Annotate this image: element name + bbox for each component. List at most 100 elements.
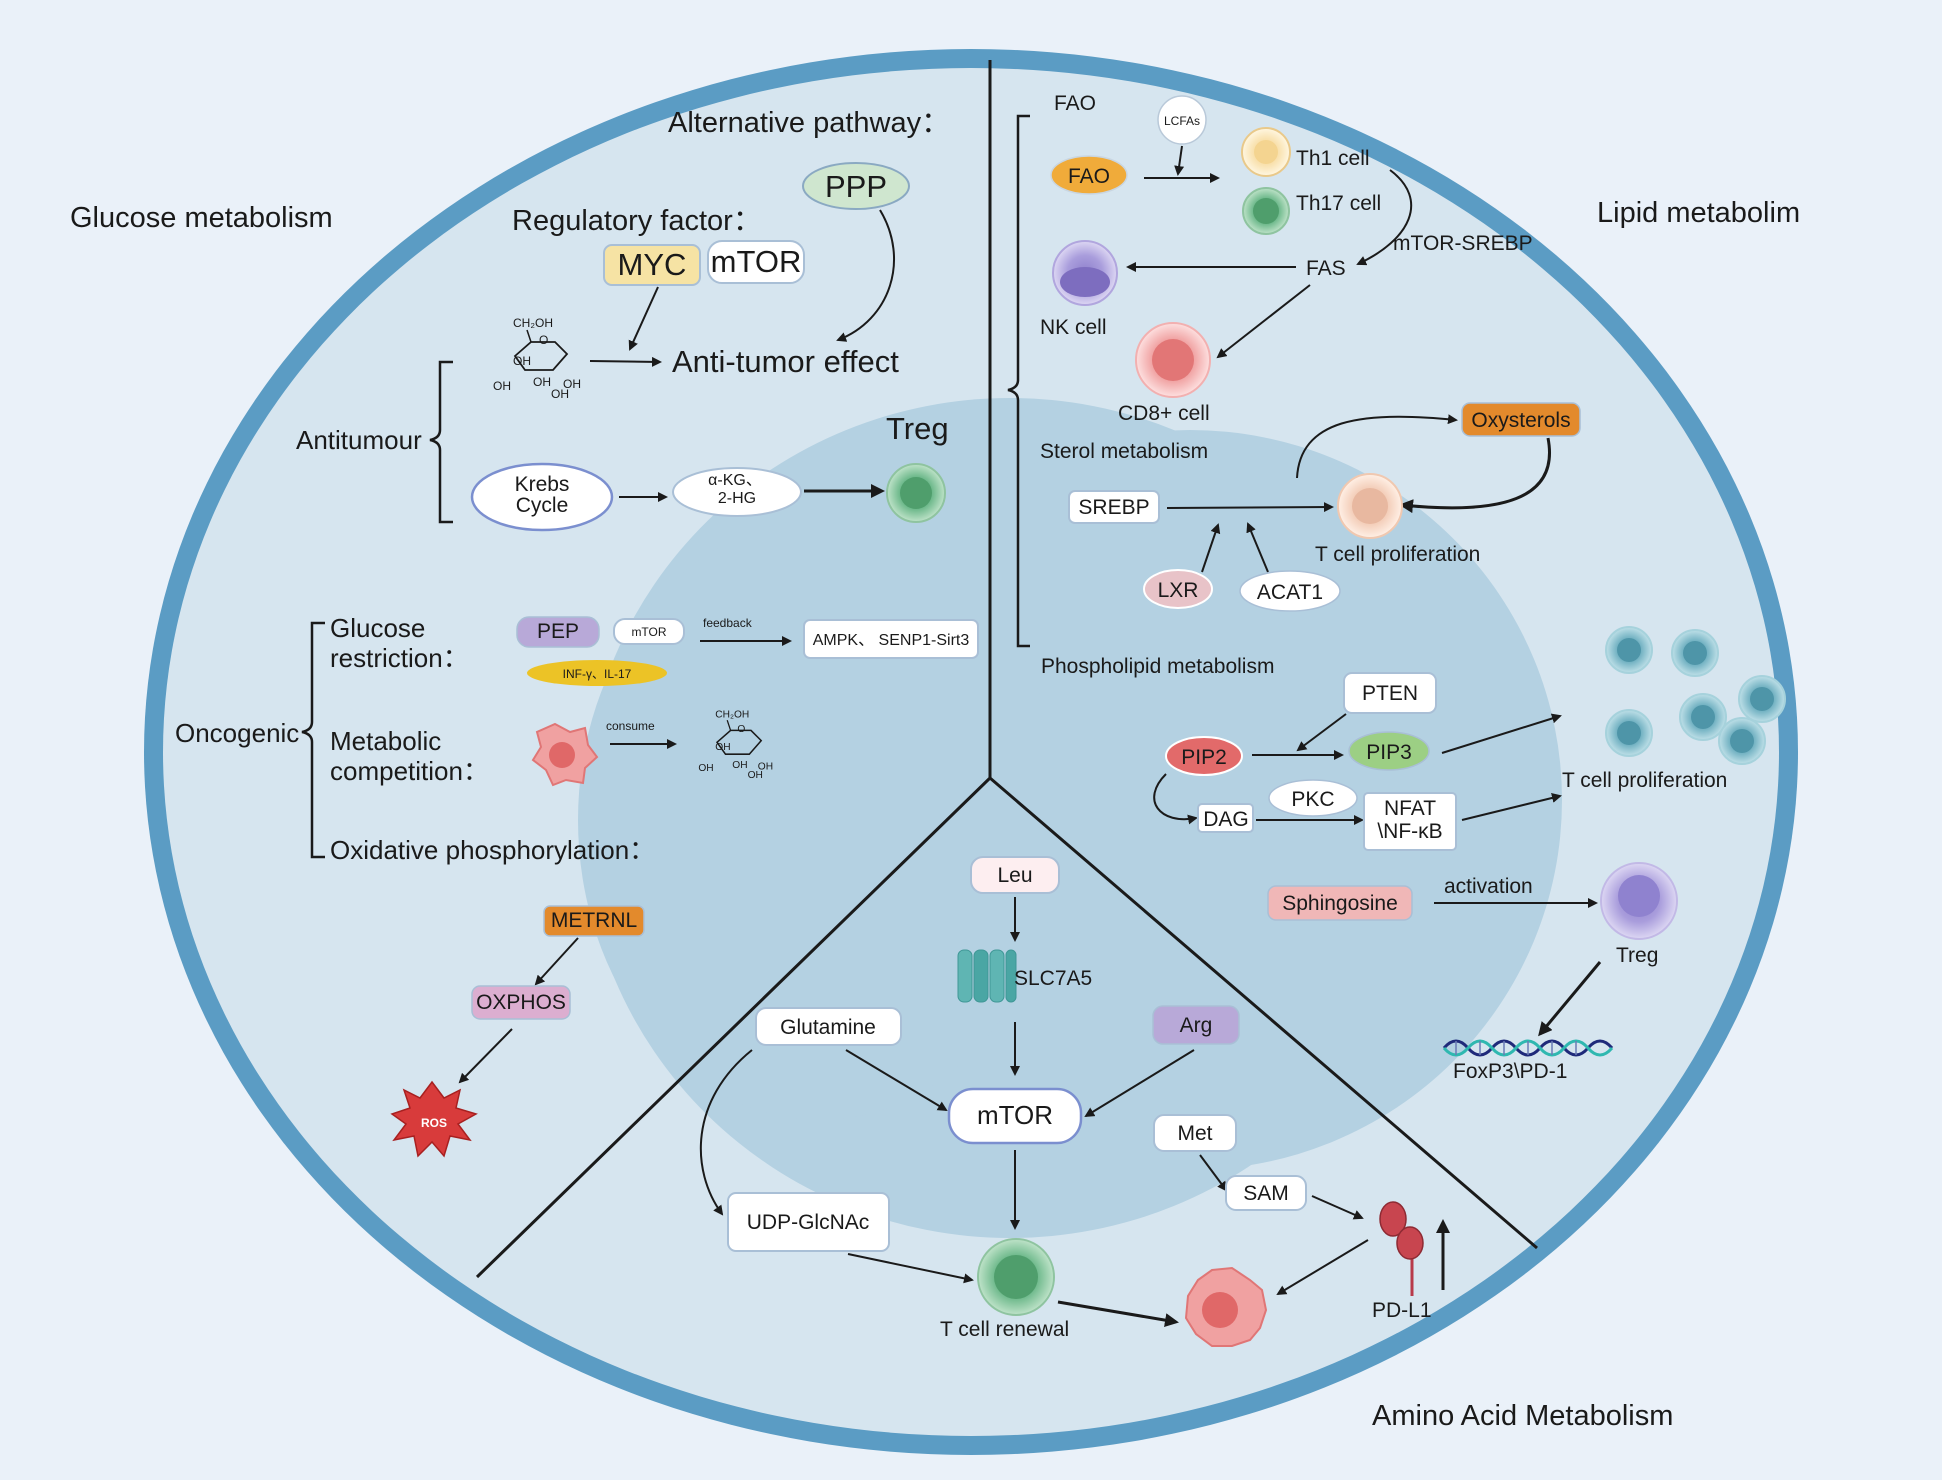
svg-text:OH: OH: [551, 387, 569, 401]
nfat-label-2: \NF-κB: [1377, 820, 1442, 843]
lcfas-label: LCFAs: [1164, 114, 1200, 128]
foxp3-label: FoxP3\PD-1: [1453, 1060, 1567, 1083]
slc7a5-transporter-icon: [957, 949, 1017, 1003]
oxidative-phosphorylation-label: Oxidative phosphorylation：: [330, 835, 655, 865]
svg-text:CH₂OH: CH₂OH: [513, 316, 553, 330]
pdl1-receptor-icon: [1379, 1201, 1424, 1296]
alternative-pathway-label: Alternative pathway：: [668, 107, 950, 139]
sterol-metabolism-label: Sterol metabolism: [1040, 440, 1208, 463]
lxr-node: [1143, 569, 1213, 609]
pip2-node: [1165, 736, 1243, 776]
myc-label: MYC: [618, 247, 687, 282]
svg-text:OH: OH: [533, 375, 551, 389]
amino-section-title: Amino Acid Metabolism: [1372, 1400, 1673, 1432]
ros-burst-icon: [390, 1080, 478, 1158]
pkc-node: [1268, 779, 1358, 817]
metrnl-node: [543, 905, 645, 937]
sam-node: [1225, 1175, 1307, 1211]
activation-label: activation: [1444, 875, 1533, 898]
myc-node: [603, 244, 701, 286]
lcfas-node: [1157, 95, 1207, 145]
sphingosine-node: [1267, 885, 1413, 921]
glucose-restriction-label-1: Glucose: [330, 613, 425, 643]
mtor-regulator-node: [707, 240, 805, 284]
leu-node: [970, 856, 1060, 894]
mtor-srebp-label: mTOR-SREBP: [1393, 232, 1533, 255]
pep-label: PEP: [537, 620, 579, 643]
oxphos-node: [471, 985, 571, 1020]
lipid-brace: [1007, 114, 1030, 648]
mtor-small-node: [613, 618, 685, 645]
dag-label: DAG: [1203, 808, 1249, 831]
tcell-renewal-label: T cell renewal: [940, 1318, 1069, 1341]
tcell-proliferation-label-2: T cell proliferation: [1562, 769, 1727, 792]
svg-text:OH: OH: [732, 760, 747, 771]
akg-node: [672, 467, 802, 517]
svg-text:CH₂OH: CH₂OH: [715, 710, 749, 721]
glutamine-node: [755, 1007, 902, 1046]
udp-glcnac-label: UDP-GlcNAc: [747, 1211, 870, 1234]
pten-node: [1343, 672, 1437, 714]
cd8-label: CD8+ cell: [1118, 402, 1210, 425]
fao-node: [1050, 155, 1128, 195]
oncogenic-brace: [301, 621, 325, 859]
svg-text:OH: OH: [563, 377, 581, 391]
fao-section-label: FAO: [1054, 92, 1096, 115]
glucose-molecule-icon: CH₂OH O OH OH OH OH OH: [493, 316, 581, 401]
mtor-small-label: mTOR: [631, 625, 666, 639]
anti-tumor-effect-label: Anti-tumor effect: [672, 344, 899, 379]
pten-label: PTEN: [1362, 682, 1418, 705]
th17-label: Th17 cell: [1296, 192, 1381, 215]
antitumour-brace: [429, 360, 453, 524]
fas-label: FAS: [1306, 257, 1346, 280]
metabolic-competition-label-2: competition：: [330, 756, 489, 786]
dna-helix-icon: [1442, 1039, 1614, 1057]
ros-label: ROS: [421, 1116, 447, 1130]
lipid-section-title: Lipid metabolim: [1597, 197, 1800, 229]
pkc-label: PKC: [1291, 788, 1334, 811]
ampk-node: [803, 619, 979, 659]
krebs-label-1: Krebs: [515, 473, 570, 496]
feedback-label: feedback: [703, 616, 753, 630]
acat1-node: [1239, 570, 1341, 612]
tcell-cluster-extra: [1671, 629, 1766, 765]
inf-node: [527, 660, 667, 686]
sam-label: SAM: [1243, 1182, 1289, 1205]
phospholipid-metabolism-label: Phospholipid metabolism: [1041, 655, 1274, 678]
svg-text:OH: OH: [698, 763, 713, 774]
ppp-label: PPP: [825, 169, 887, 204]
krebs-label-2: Cycle: [516, 494, 569, 517]
pdl1-label: PD-L1: [1372, 1299, 1432, 1322]
fao-node-label: FAO: [1068, 165, 1110, 188]
svg-text:O: O: [737, 724, 745, 735]
inf-label: INF-γ、IL-17: [563, 667, 632, 681]
svg-text:OH: OH: [513, 354, 531, 368]
acat1-label: ACAT1: [1257, 581, 1323, 604]
pip3-node: [1348, 731, 1430, 771]
section-dividers: [475, 60, 1538, 1279]
akg-label-2: 2-HG: [718, 490, 756, 507]
glutamine-label: Glutamine: [780, 1016, 876, 1039]
sphingosine-label: Sphingosine: [1282, 892, 1398, 915]
krebs-cycle-node: [470, 462, 614, 532]
pip2-label: PIP2: [1181, 746, 1227, 769]
treg-label-lipid: Treg: [1616, 944, 1658, 967]
srebp-node: [1068, 490, 1160, 524]
oxysterols-label: Oxysterols: [1471, 409, 1570, 432]
arg-node: [1152, 1005, 1240, 1045]
srebp-label: SREBP: [1078, 496, 1149, 519]
th1-label: Th1 cell: [1296, 147, 1370, 170]
oxysterols-node: [1461, 402, 1581, 437]
glucose-section-title: Glucose metabolism: [70, 202, 333, 234]
metrnl-label: METRNL: [551, 909, 637, 932]
leu-label: Leu: [997, 864, 1032, 887]
pip3-label: PIP3: [1366, 741, 1412, 764]
metabolic-competition-label-1: Metabolic: [330, 726, 441, 756]
ppp-node: [802, 162, 910, 210]
arg-label: Arg: [1180, 1014, 1213, 1037]
tcell-cluster-icon: [1605, 626, 1786, 757]
akg-label-1: α-KG、: [708, 472, 762, 489]
oxphos-label: OXPHOS: [476, 991, 566, 1014]
met-label: Met: [1177, 1122, 1212, 1145]
